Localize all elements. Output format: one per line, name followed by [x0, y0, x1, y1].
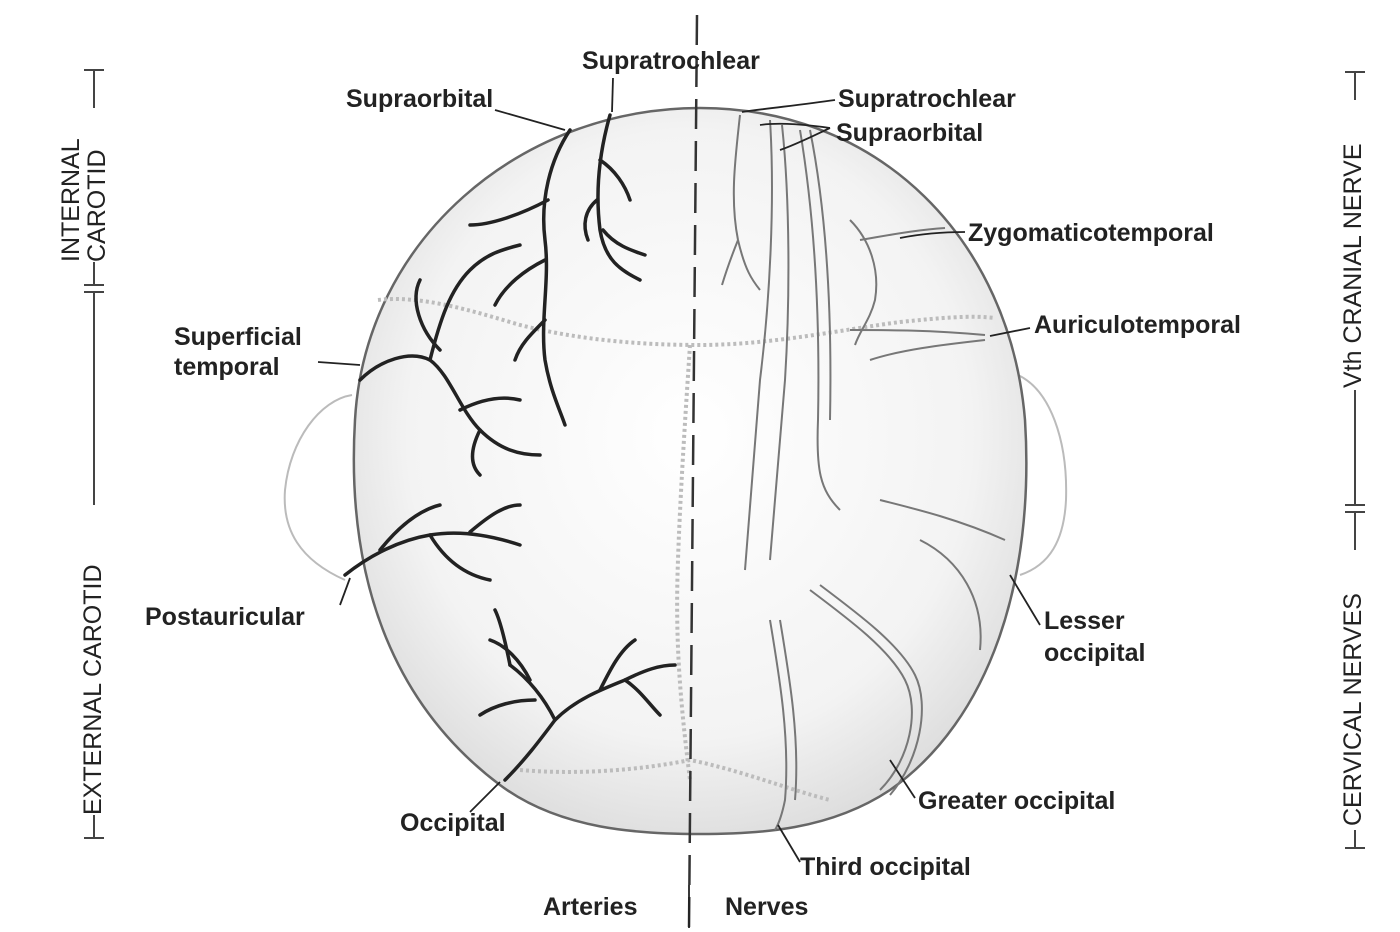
label-lesser-occipital-2: occipital — [1044, 638, 1145, 668]
side-label-external-carotid: EXTERNAL CAROTID — [80, 564, 106, 815]
label-supratrochlear-artery: Supratrochlear — [582, 46, 760, 76]
side-label-internal-carotid-2: CAROTID — [84, 150, 110, 263]
label-greater-occipital: Greater occipital — [918, 786, 1115, 816]
label-supratrochlear-nerve: Supratrochlear — [838, 84, 1016, 114]
label-lesser-occipital-1: Lesser — [1044, 606, 1125, 636]
label-occipital-artery: Occipital — [400, 808, 506, 838]
side-label-vth-cranial-nerve: Vth CRANIAL NERVE — [1340, 143, 1366, 388]
left-ear-outline — [285, 395, 352, 580]
label-superficial-temporal-2: temporal — [174, 352, 280, 382]
skull-outline — [354, 108, 1027, 834]
label-superficial-temporal-1: Superficial — [174, 322, 302, 352]
side-label-cervical-nerves: CERVICAL NERVES — [1340, 593, 1366, 826]
label-zygomaticotemporal: Zygomaticotemporal — [968, 218, 1214, 248]
label-arteries: Arteries — [543, 892, 638, 922]
side-label-internal-carotid-1: INTERNAL — [58, 138, 84, 262]
label-nerves: Nerves — [725, 892, 808, 922]
label-supraorbital-nerve: Supraorbital — [836, 118, 983, 148]
label-supraorbital-artery: Supraorbital — [346, 84, 493, 114]
label-postauricular: Postauricular — [145, 602, 305, 632]
label-third-occipital: Third occipital — [800, 852, 971, 882]
label-auriculotemporal: Auriculotemporal — [1034, 310, 1241, 340]
